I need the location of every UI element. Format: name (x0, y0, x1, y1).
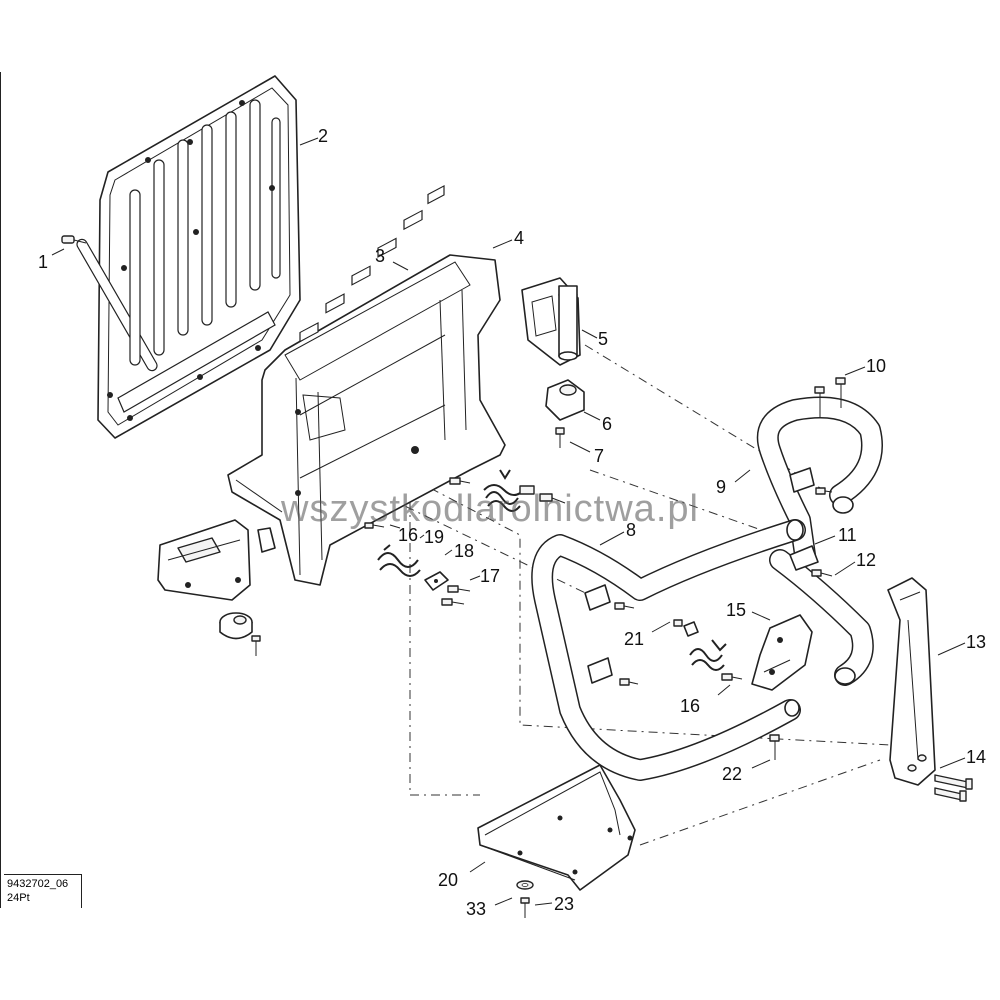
watermark-text: wszystkodlarolnictwa.pl (281, 488, 699, 530)
washer-part-33 (516, 880, 534, 890)
screws-part-17 (441, 585, 471, 606)
callout-9: 9 (716, 477, 726, 497)
screw-part-12 (811, 569, 833, 577)
cam-block-part-6 (545, 379, 585, 421)
callout-16-lower: 16 (680, 696, 700, 716)
left-side-bracket (157, 519, 276, 656)
callout-17: 17 (480, 566, 500, 586)
clamp-part-11 (789, 545, 819, 571)
callout-20: 20 (438, 870, 458, 890)
callout-16-upper: 16 (398, 525, 418, 545)
spring-part-16 (673, 619, 743, 681)
frame-left-rule (0, 72, 1, 908)
callout-5: 5 (598, 329, 608, 349)
callout-19: 19 (424, 527, 444, 547)
step-plate-part-20 (477, 764, 636, 891)
washer-part-18 (424, 571, 449, 591)
callout-labels: 1 2 3 4 5 6 7 8 9 10 11 12 13 14 15 16 1… (38, 126, 986, 919)
screw-part-1 (61, 235, 87, 244)
guard-tube-part-8 (531, 519, 874, 781)
callout-13: 13 (966, 632, 986, 652)
callout-2: 2 (318, 126, 328, 146)
callout-leaders (51, 137, 966, 906)
callout-33: 33 (466, 899, 486, 919)
drawing-variant: 24Pt (7, 892, 30, 904)
callout-6: 6 (602, 414, 612, 434)
callout-3: 3 (375, 246, 385, 266)
callout-22: 22 (722, 764, 742, 784)
drawing-id-box: 9432702_06 24Pt (4, 874, 82, 908)
callout-1: 1 (38, 252, 48, 272)
screw-part-22 (769, 734, 780, 760)
drawing-code: 9432702_06 (7, 878, 69, 890)
callout-21: 21 (624, 629, 644, 649)
screws-part-10 (814, 377, 846, 418)
spring-assembly-upper (449, 469, 566, 512)
bolts-part-14 (934, 774, 973, 802)
screw-part-7 (555, 427, 565, 448)
rear-panel (76, 75, 301, 439)
side-bracket-part-13 (887, 577, 936, 786)
callout-18: 18 (454, 541, 474, 561)
callout-7: 7 (594, 446, 604, 466)
latch-bracket-part-15 (751, 614, 813, 691)
callout-23: 23 (554, 894, 574, 914)
spring-part-19 (364, 522, 421, 577)
callout-10: 10 (866, 356, 886, 376)
guard-tube-part-9 (756, 396, 883, 566)
callout-8: 8 (626, 520, 636, 540)
callout-15: 15 (726, 600, 746, 620)
callout-4: 4 (514, 228, 524, 248)
screw-part-23 (520, 897, 530, 918)
hinge-block-part-5 (521, 277, 581, 366)
main-frame-bracket (227, 185, 506, 586)
callout-14: 14 (966, 747, 986, 767)
callout-12: 12 (856, 550, 876, 570)
callout-11: 11 (838, 525, 857, 545)
